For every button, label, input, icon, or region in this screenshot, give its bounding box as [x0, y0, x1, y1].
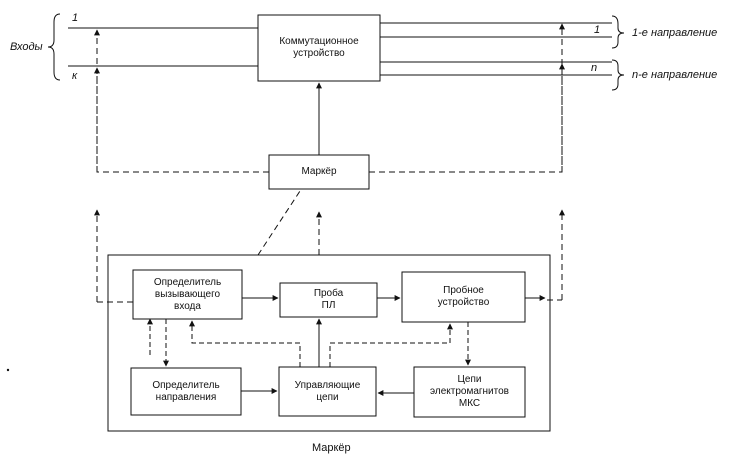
dashed-control-to-test [329, 323, 453, 367]
direction-1-brace [611, 15, 625, 49]
control-circuits-label: Управляющие цепи [294, 379, 361, 403]
switching-device-box [257, 14, 381, 82]
calling-input-detector-box [132, 269, 243, 320]
switching-device-label: Коммутационное устройство [279, 36, 359, 59]
output-last-label: n [591, 62, 598, 74]
output-first-label: 1 [594, 24, 601, 36]
marker-group-caption: Маркёр [312, 442, 351, 454]
direction-n-brace [611, 59, 625, 91]
direction-first-label: 1-е направление [632, 27, 718, 39]
electromagnet-circuits-label: Цепи электромагнитов МКС [429, 374, 509, 409]
electromagnet-circuits-box [413, 366, 526, 418]
stray-dot [6, 368, 10, 372]
marker-top-label: Маркёр [301, 166, 337, 177]
direction-detector-label: Определитель направления [152, 379, 220, 403]
calling-input-detector-label: Определитель вызывающего входа [153, 276, 222, 312]
test-device-box [401, 271, 526, 323]
probe-box [279, 282, 378, 318]
input-first-label: 1 [72, 12, 79, 24]
dashed-link-marker [257, 190, 301, 256]
inputs-brace [47, 13, 61, 81]
marker-to-inputs-dashed [94, 29, 269, 173]
marker-outer-box [107, 254, 551, 432]
dashed-control-to-detector [189, 320, 301, 367]
direction-last-label: n-е направление [632, 69, 718, 81]
test-device-label: Пробное устройство [437, 285, 490, 308]
control-circuits-box [278, 366, 377, 417]
input-last-label: к [72, 70, 78, 82]
marker-to-outputs-dashed [369, 23, 565, 173]
probe-label: Проба ПЛ [313, 288, 344, 311]
inputs-label: Входы [10, 41, 43, 53]
